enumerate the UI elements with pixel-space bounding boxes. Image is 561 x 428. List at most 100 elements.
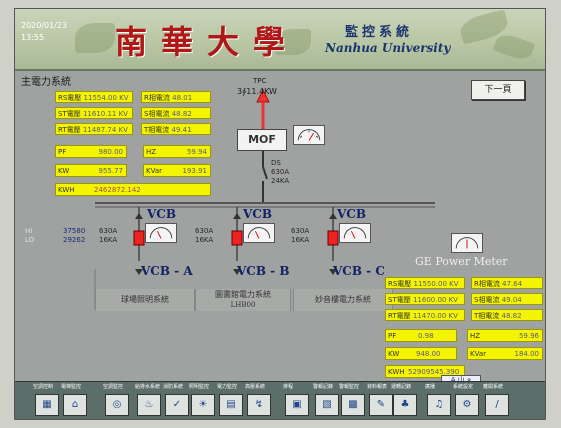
toolbar-icon-15: / <box>495 399 499 410</box>
toolbar-label-13: 廣播 <box>425 384 436 390</box>
toolbar-label-0: 空調控制 <box>33 384 54 390</box>
toolbar-button-7[interactable]: ↯ <box>247 394 271 416</box>
toolbar-button-8[interactable]: ▣ <box>285 394 309 416</box>
toolbar-button-9[interactable]: ▧ <box>315 394 339 416</box>
toolbar-button-11[interactable]: ✎ <box>369 394 393 416</box>
toolbar-label-5: 照明監控 <box>189 384 210 390</box>
toolbar-button-10[interactable]: ▩ <box>341 394 365 416</box>
toolbar-label-1: 電梯監控 <box>61 384 82 390</box>
toolbar-icon-4: ✓ <box>172 399 182 410</box>
vcb-a-title: VCB <box>147 207 177 221</box>
toolbar-icon-13: ♫ <box>434 399 444 410</box>
toolbar-button-0[interactable]: ▦ <box>35 394 59 416</box>
toolbar-button-4[interactable]: ✓ <box>165 394 189 416</box>
toolbar-label-12: 運轉記錄 <box>391 384 412 390</box>
vcb-c-system[interactable]: 妙音樓電力系統 <box>293 289 393 311</box>
main-t-current: T相電流 49.41 <box>141 123 211 135</box>
ge-s-current: S相電流 49.04 <box>471 293 543 305</box>
vcb-a-name[interactable]: VCB - A <box>141 264 193 278</box>
ge-r-current: R相電流 47.64 <box>471 277 543 289</box>
system-title: 監控系統 <box>345 25 414 40</box>
mof-meter-icon[interactable] <box>293 125 325 145</box>
ge-meter-title: GE Power Meter <box>415 255 508 268</box>
toolbar-icon-12: ♣ <box>400 399 410 410</box>
toolbar-icon-5: ☀ <box>198 399 208 410</box>
system-title-en: Nanhua University <box>325 41 451 55</box>
school-logo-text: 南華大學 <box>115 23 300 61</box>
tpc-power: 3∮11.4KW <box>237 87 277 96</box>
vcb-c-meter-icon[interactable] <box>339 223 371 243</box>
toolbar-icon-6: ▤ <box>226 399 236 410</box>
bottom-toolbar: 空調控制▦電梯監控⌂空調監控◎給排水系統♨消防系統✓照明監控☀電力監控▤高壓系統… <box>15 381 545 419</box>
ge-meter-icon[interactable] <box>451 233 483 253</box>
ge-t-current: T相電流 48.82 <box>471 309 543 321</box>
toolbar-label-6: 電力監控 <box>217 384 238 390</box>
main-power-section-title: 主電力系統 <box>21 77 71 88</box>
toolbar-icon-10: ▩ <box>348 399 358 410</box>
toolbar-button-6[interactable]: ▤ <box>219 394 243 416</box>
toolbar-icon-0: ▦ <box>42 399 52 410</box>
main-st-voltage: ST電壓 11610.11 KV <box>55 107 133 119</box>
next-page-button[interactable]: 下一頁 <box>471 80 525 100</box>
main-rs-voltage: RS電壓 11554.00 KV <box>55 91 133 103</box>
toolbar-icon-3: ♨ <box>144 399 154 410</box>
toolbar-button-3[interactable]: ♨ <box>137 394 161 416</box>
toolbar-icon-2: ◎ <box>112 399 122 410</box>
toolbar-icon-14: ⚙ <box>462 399 472 410</box>
toolbar-button-15[interactable]: / <box>485 394 509 416</box>
single-line-diagram <box>94 88 435 309</box>
header-banner: 2020/01/23 13:55 南華大學 監控系統 Nanhua Univer… <box>15 9 545 71</box>
toolbar-icon-11: ✎ <box>376 399 386 410</box>
main-r-current: R相電流 48.01 <box>141 91 211 103</box>
vcb-a-meter-icon[interactable] <box>145 223 177 243</box>
header-time: 13:55 <box>21 33 45 42</box>
vcb-c-title: VCB <box>337 207 367 221</box>
vcb-a-system[interactable]: 球場照明系統 <box>95 289 195 311</box>
toolbar-button-1[interactable]: ⌂ <box>63 394 87 416</box>
vcb-c-name[interactable]: VCB - C <box>333 264 385 278</box>
toolbar-label-7: 高壓系統 <box>245 384 266 390</box>
main-s-current: S相電流 48.82 <box>141 107 211 119</box>
vcb-b-meter-icon[interactable] <box>243 223 275 243</box>
tpc-label: TPC <box>253 77 267 85</box>
toolbar-icon-1: ⌂ <box>71 399 79 410</box>
toolbar-label-11: 資料報表 <box>367 384 388 390</box>
vcb-b-title: VCB <box>243 207 273 221</box>
mof-box[interactable]: MOF <box>237 129 287 151</box>
toolbar-label-9: 警報記錄 <box>313 384 334 390</box>
toolbar-button-2[interactable]: ◎ <box>105 394 129 416</box>
toolbar-icon-8: ▣ <box>292 399 302 410</box>
toolbar-label-3: 給排水系統 <box>135 384 161 390</box>
ge-st-voltage: ST電壓 11600.00 KV <box>385 293 465 305</box>
toolbar-button-13[interactable]: ♫ <box>427 394 451 416</box>
toolbar-button-12[interactable]: ♣ <box>393 394 417 416</box>
main-rt-voltage: RT電壓 11487.74 KV <box>55 123 133 135</box>
toolbar-label-10: 警報監控 <box>339 384 360 390</box>
vcb-b-name[interactable]: VCB - B <box>237 264 290 278</box>
toolbar-label-8: 排程 <box>283 384 294 390</box>
toolbar-label-14: 系統設定 <box>453 384 474 390</box>
scada-screen: 2020/01/23 13:55 南華大學 監控系統 Nanhua Univer… <box>14 8 546 420</box>
toolbar-button-5[interactable]: ☀ <box>191 394 215 416</box>
toolbar-label-4: 消防系統 <box>163 384 184 390</box>
toolbar-label-15: 離開系統 <box>483 384 504 390</box>
header-date: 2020/01/23 <box>21 21 68 30</box>
toolbar-button-14[interactable]: ⚙ <box>455 394 479 416</box>
ge-rt-voltage: RT電壓 11470.00 KV <box>385 309 465 321</box>
